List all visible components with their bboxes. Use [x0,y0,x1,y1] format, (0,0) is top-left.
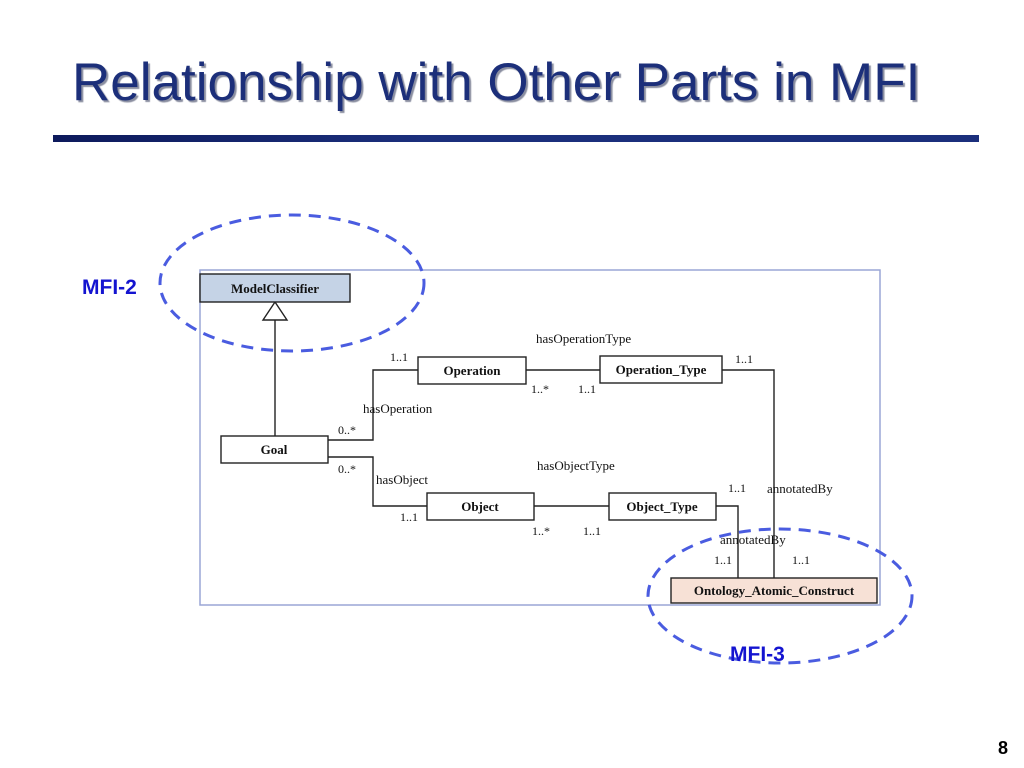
class-model-classifier: ModelClassifier [199,273,351,303]
mult-operation-type-left: 1..1 [578,382,596,396]
class-goal-label: Goal [261,442,288,457]
generalization-arrow-icon [261,300,289,321]
label-annotated-by-1: annotatedBy [767,481,833,496]
class-operation-type: Operation_Type [599,355,723,384]
class-ontology-atomic-construct: Ontology_Atomic_Construct [670,577,878,604]
mfi3-dashed-ellipse [646,527,914,665]
page-number: 8 [998,738,1009,758]
assoc-has-object-line [328,456,427,507]
class-object-label: Object [461,499,499,514]
mult-object-type-left: 1..1 [583,524,601,538]
class-object-type: Object_Type [608,492,717,521]
label-annotated-by-2: annotatedBy [720,532,786,547]
class-object: Object [426,492,535,521]
mult-object-type-right: 1..1 [728,481,746,495]
mfi2-dashed-ellipse [158,213,426,353]
mult-operation-type-right: 1..1 [735,352,753,366]
mult-object-right: 1..* [532,524,550,538]
mult-operation-left: 1..1 [390,350,408,364]
class-goal: Goal [220,435,329,464]
mfi3-label: MFI-3 [730,643,785,666]
assoc-annotated-by-2-line [716,505,739,578]
label-has-operation-type: hasOperationType [536,331,631,346]
mult-ontology-left: 1..1 [714,553,732,567]
title-underline [53,135,979,142]
assoc-has-operation-line [328,369,418,441]
class-operation-type-label: Operation_Type [616,362,707,377]
class-object-type-label: Object_Type [626,499,697,514]
mult-ontology-right: 1..1 [792,553,810,567]
mult-goal-object: 0..* [338,462,356,476]
assoc-annotated-by-1-line [722,369,775,578]
mult-goal-operation: 0..* [338,423,356,437]
label-has-operation: hasOperation [363,401,433,416]
mult-object-left: 1..1 [400,510,418,524]
class-operation-label: Operation [443,363,501,378]
class-operation: Operation [417,356,527,385]
label-has-object: hasObject [376,472,428,487]
class-model-classifier-label: ModelClassifier [231,281,319,296]
label-has-object-type: hasObjectType [537,458,615,473]
mfi2-label: MFI-2 [82,276,137,299]
class-ontology-atomic-construct-label: Ontology_Atomic_Construct [694,583,855,598]
slide-title: Relationship with Other Parts in MFI [72,53,921,112]
mult-operation-right: 1..* [531,382,549,396]
